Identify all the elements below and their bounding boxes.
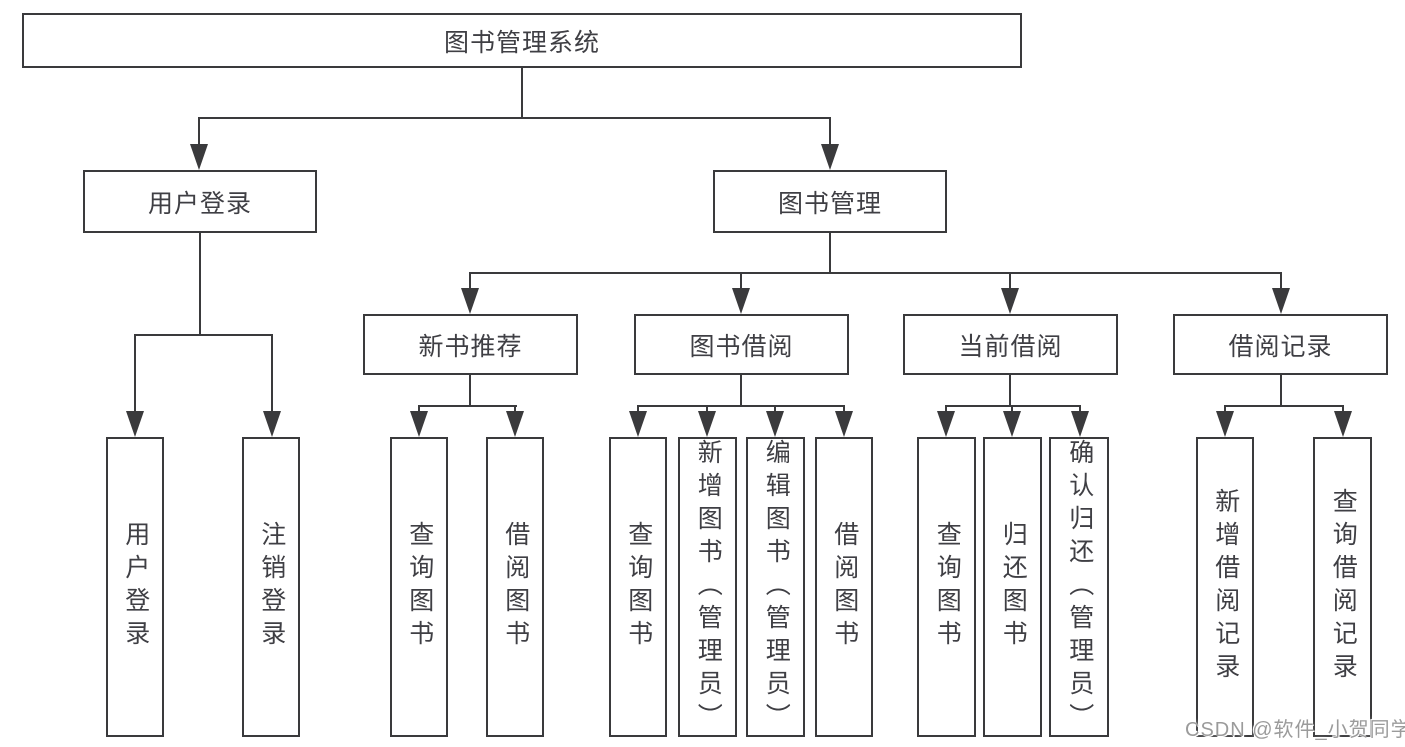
leaf-edit-book-admin: 编辑图书（管理员） [746,437,805,737]
csdn-watermark: CSDN @软件_小贺同学 [1185,719,1405,741]
leaf-borrow-query-book: 查询图书 [609,437,667,737]
node-label: 图书管理 [777,189,882,218]
leaf-label: 借阅图书 [830,521,859,653]
connector-stub [271,334,273,412]
node-user-login-module: 用户登录 [83,170,317,233]
arrow-down-icon [263,411,281,437]
connector-user-login-rail [134,334,273,336]
connector-stub [774,405,776,414]
leaf-logout: 注销登录 [242,437,300,737]
node-book-borrow: 图书借阅 [634,314,849,375]
connector-root-trunk [521,68,523,118]
node-label: 借阅记录 [1228,332,1333,361]
leaf-label: 新增图书（管理员） [694,438,723,736]
connector-stub [843,405,845,414]
leaf-label: 查询图书 [933,521,962,653]
connector-stub [514,405,516,414]
connector-stub [134,334,136,412]
leaf-label: 查询图书 [624,521,653,653]
leaf-user-login: 用户登录 [106,437,164,737]
connector-stub [198,117,200,145]
node-borrow-record: 借阅记录 [1173,314,1388,375]
connector-stub [1342,405,1344,414]
node-current-borrow: 当前借阅 [903,314,1118,375]
leaf-label: 查询图书 [405,521,434,653]
leaf-label: 查询借阅记录 [1329,488,1358,686]
leaf-query-borrow-record: 查询借阅记录 [1313,437,1372,737]
connector-stub [1280,272,1282,290]
arrow-down-icon [190,144,208,170]
arrow-down-icon [126,411,144,437]
connector-level3-rail [469,272,1282,274]
connector-stub [1224,405,1226,414]
arrow-down-icon [821,144,839,170]
arrow-down-icon [766,411,784,437]
arrow-down-icon [698,411,716,437]
connector-stub [945,405,947,414]
arrow-down-icon [1003,411,1021,437]
node-label: 图书管理系统 [443,28,600,57]
connector-stub [1009,272,1011,290]
leaf-label: 注销登录 [257,521,286,653]
connector-stub [418,405,420,414]
node-label: 图书借阅 [689,332,794,361]
connector-current-rail [945,405,1081,407]
leaf-recommend-query-book: 查询图书 [390,437,448,737]
leaf-return-book: 归还图书 [983,437,1042,737]
node-new-book-recommend: 新书推荐 [363,314,578,375]
arrow-down-icon [629,411,647,437]
leaf-current-query-book: 查询图书 [917,437,976,737]
leaf-label: 用户登录 [121,521,150,653]
connector-stub [829,117,831,145]
connector-user-login-trunk [199,233,201,336]
connector-recommend-rail [418,405,517,407]
arrow-down-icon [732,288,750,314]
leaf-label: 编辑图书（管理员） [762,438,791,736]
node-book-management-module: 图书管理 [713,170,947,233]
leaf-label: 归还图书 [999,521,1028,653]
node-label: 当前借阅 [958,332,1063,361]
leaf-label: 确认归还（管理员） [1065,438,1094,736]
leaf-label: 借阅图书 [501,521,530,653]
connector-stub [706,405,708,414]
leaf-borrow-borrow-book: 借阅图书 [815,437,873,737]
arrow-down-icon [1001,288,1019,314]
connector-recommend-trunk [469,375,471,406]
connector-borrow-trunk [740,375,742,406]
arrow-down-icon [410,411,428,437]
connector-level2-rail [198,117,831,119]
connector-record-rail [1224,405,1344,407]
connector-stub [1011,405,1013,414]
arrow-down-icon [937,411,955,437]
arrow-down-icon [1216,411,1234,437]
leaf-confirm-return-admin: 确认归还（管理员） [1049,437,1109,737]
arrow-down-icon [461,288,479,314]
node-root-library-system: 图书管理系统 [22,13,1022,68]
arrow-down-icon [1071,411,1089,437]
arrow-down-icon [1272,288,1290,314]
arrow-down-icon [506,411,524,437]
connector-record-trunk [1280,375,1282,406]
connector-current-trunk [1009,375,1011,406]
arrow-down-icon [1334,411,1352,437]
connector-stub [469,272,471,290]
node-label: 用户登录 [147,189,252,218]
connector-book-mgmt-trunk [829,233,831,273]
leaf-recommend-borrow-book: 借阅图书 [486,437,544,737]
connector-stub [637,405,639,414]
connector-stub [1079,405,1081,414]
arrow-down-icon [835,411,853,437]
node-label: 新书推荐 [418,332,523,361]
leaf-add-book-admin: 新增图书（管理员） [678,437,737,737]
connector-borrow-rail [637,405,845,407]
leaf-add-borrow-record: 新增借阅记录 [1196,437,1254,737]
leaf-label: 新增借阅记录 [1211,488,1240,686]
connector-stub [740,272,742,290]
